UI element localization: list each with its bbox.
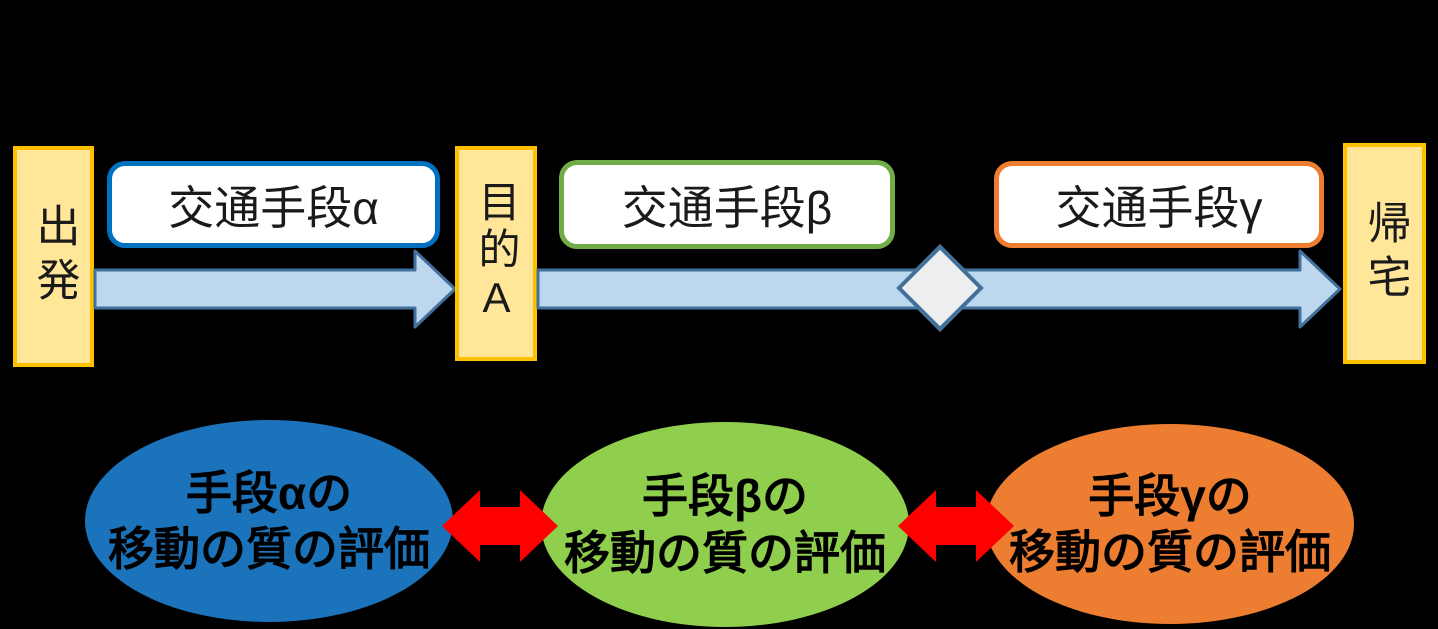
comparison-arrow-alpha-beta-shape xyxy=(442,490,558,562)
mode-beta-box: 交通手段β xyxy=(559,160,895,249)
mode-alpha-box: 交通手段α xyxy=(107,161,440,248)
destination-label: 目的A xyxy=(473,180,520,327)
destination-node: 目的A xyxy=(455,146,537,361)
departure-label: 出発 xyxy=(29,202,79,311)
evaluation-ellipse-gamma: 手段γの 移動の質の評価 xyxy=(986,424,1354,624)
comparison-arrow-alpha-beta xyxy=(442,490,558,562)
return-home-node: 帰宅 xyxy=(1343,143,1426,364)
departure-node: 出発 xyxy=(13,146,94,367)
comparison-arrow-beta-gamma-shape xyxy=(898,490,1014,562)
evaluation-gamma-line1: 手段γの xyxy=(1088,469,1252,522)
evaluation-alpha-line1: 手段αの xyxy=(185,466,353,519)
mode-beta-label: 交通手段β xyxy=(621,181,833,234)
evaluation-gamma-line2: 移動の質の評価 xyxy=(1009,526,1331,578)
mode-gamma-label: 交通手段γ xyxy=(1055,181,1263,234)
evaluation-ellipse-alpha: 手段αの 移動の質の評価 xyxy=(85,420,453,622)
evaluation-ellipse-beta: 手段βの 移動の質の評価 xyxy=(541,422,909,627)
comparison-arrow-beta-gamma xyxy=(898,490,1014,562)
journey-arrow-alpha-shape xyxy=(93,249,457,329)
journey-arrow-alpha xyxy=(93,249,457,329)
evaluation-beta-line1: 手段βの xyxy=(641,470,809,523)
mode-alpha-label: 交通手段α xyxy=(168,181,379,234)
evaluation-beta-line2: 移動の質の評価 xyxy=(564,526,886,579)
mode-gamma-box: 交通手段γ xyxy=(994,161,1324,248)
return-home-label: 帰宅 xyxy=(1360,199,1410,308)
evaluation-alpha-line2: 移動の質の評価 xyxy=(108,523,430,575)
